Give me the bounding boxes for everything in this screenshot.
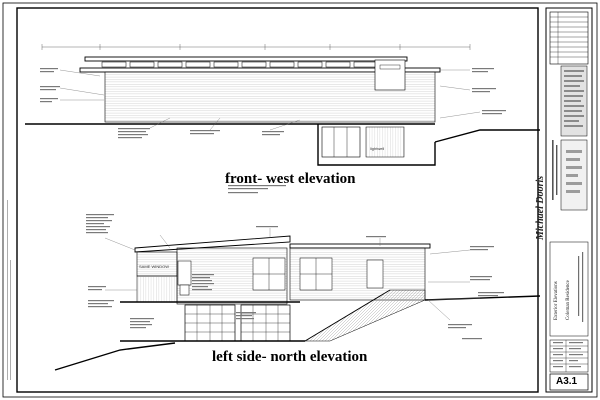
title-block bbox=[545, 7, 593, 393]
sheet-number: A3.1 bbox=[556, 376, 578, 387]
project-subtitle: Exterior Elevations bbox=[554, 281, 559, 320]
margin-fine-print bbox=[7, 200, 11, 380]
inner-border bbox=[16, 7, 539, 393]
lightwell-label: lightwell bbox=[370, 146, 385, 151]
same-window-label: SAME WINDOW bbox=[139, 264, 169, 269]
architect-signature: Michael Dooris bbox=[535, 175, 546, 240]
north-elevation bbox=[54, 214, 541, 371]
project-name: Coleman Residence bbox=[566, 280, 571, 320]
front-west-elevation-title: front- west elevation bbox=[225, 171, 356, 187]
north-elevation-title: left side- north elevation bbox=[212, 349, 368, 365]
front-west-elevation bbox=[25, 44, 540, 194]
